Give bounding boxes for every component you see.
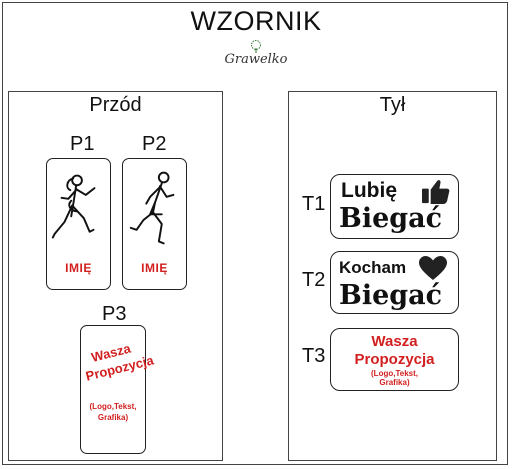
- p1-option-card[interactable]: IMIĘ: [46, 158, 111, 290]
- t3-sub2: Grafika): [379, 378, 410, 387]
- thumbs-up-icon: [422, 180, 450, 205]
- p2-label: P2: [142, 133, 167, 155]
- runner-man-icon: [129, 171, 175, 245]
- p1-label: P1: [70, 133, 95, 155]
- t3-sub1: (Logo,Tekst,: [371, 369, 418, 378]
- runner-woman-icon: [51, 174, 96, 239]
- brand-logo: Grawelko: [224, 52, 288, 67]
- t1-option-card[interactable]: Lubię Biegać: [330, 174, 459, 239]
- p3-proposal-text: Wasza Propozycja: [80, 337, 155, 385]
- back-panel-title: Tył: [379, 94, 406, 116]
- t1-line2: Biegać: [339, 203, 443, 234]
- p2-option-card[interactable]: IMIĘ: [122, 158, 187, 290]
- p2-name-text: IMIĘ: [141, 261, 168, 275]
- front-panel-title: Przód: [89, 94, 142, 116]
- p3-sub2: Grafika): [97, 413, 129, 422]
- p3-subtext: (Logo,Tekst, Grafika): [81, 401, 145, 423]
- t1-label: T1: [302, 193, 326, 215]
- t2-line1: Kocham: [339, 258, 407, 277]
- t3-line1: Wasza: [371, 333, 418, 350]
- t2-line2: Biegać: [339, 280, 443, 311]
- t2-label: T2: [302, 269, 326, 291]
- p3-label: P3: [102, 303, 127, 325]
- t3-subtext: (Logo,Tekst, Grafika): [331, 369, 458, 387]
- t3-proposal-text: Wasza Propozycja: [331, 333, 458, 369]
- p3-option-card[interactable]: Wasza Propozycja (Logo,Tekst, Grafika): [80, 325, 155, 454]
- page-title: WZORNIK: [190, 6, 322, 36]
- back-panel: Tył: [288, 91, 497, 461]
- t2-option-card[interactable]: Kocham Biegać: [330, 251, 459, 314]
- t3-option-card[interactable]: Wasza Propozycja (Logo,Tekst, Grafika): [330, 328, 459, 391]
- heart-icon: [419, 256, 447, 280]
- t3-label: T3: [302, 345, 326, 367]
- tree-icon: [251, 40, 261, 53]
- p1-name-text: IMIĘ: [65, 261, 92, 275]
- t1-line1: Lubię: [341, 179, 397, 202]
- outer-frame: [2, 2, 508, 465]
- p3-sub1: (Logo,Tekst,: [89, 402, 137, 411]
- front-panel: Przód: [8, 91, 223, 461]
- t3-line2: Propozycja: [354, 351, 435, 368]
